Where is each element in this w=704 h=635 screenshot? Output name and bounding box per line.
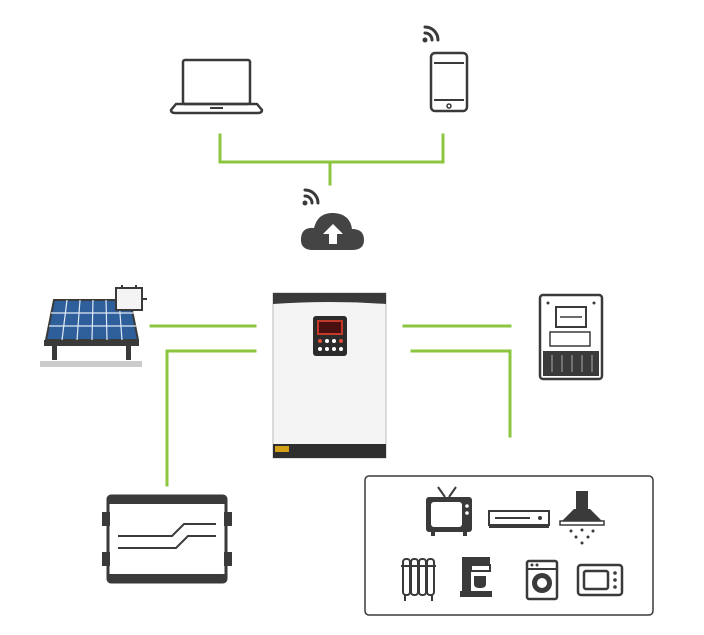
smartphone-icon xyxy=(429,51,469,113)
wifi-icon xyxy=(302,188,320,206)
inverter-icon xyxy=(272,292,387,459)
laptop-icon xyxy=(169,58,264,115)
inverter-control-panel xyxy=(313,316,347,356)
dvd-player-icon xyxy=(488,510,550,528)
electric-meter-icon xyxy=(538,293,604,381)
cloud-upload-icon xyxy=(300,212,364,250)
line-inverter-loads xyxy=(410,349,512,438)
solar-panel-icon xyxy=(40,285,147,367)
microwave-icon xyxy=(576,563,624,597)
wifi-icon xyxy=(422,25,440,43)
range-hood-icon xyxy=(559,491,605,545)
coffee-machine-icon xyxy=(460,557,492,597)
connector-lines xyxy=(149,133,512,487)
line-battery-inverter xyxy=(165,349,257,487)
line-laptop-phone xyxy=(218,133,445,164)
washing-machine-icon xyxy=(525,559,559,601)
oil-heater-icon xyxy=(401,558,436,601)
battery-icon xyxy=(102,494,232,584)
loads-box xyxy=(364,475,654,616)
tv-icon xyxy=(426,486,472,536)
